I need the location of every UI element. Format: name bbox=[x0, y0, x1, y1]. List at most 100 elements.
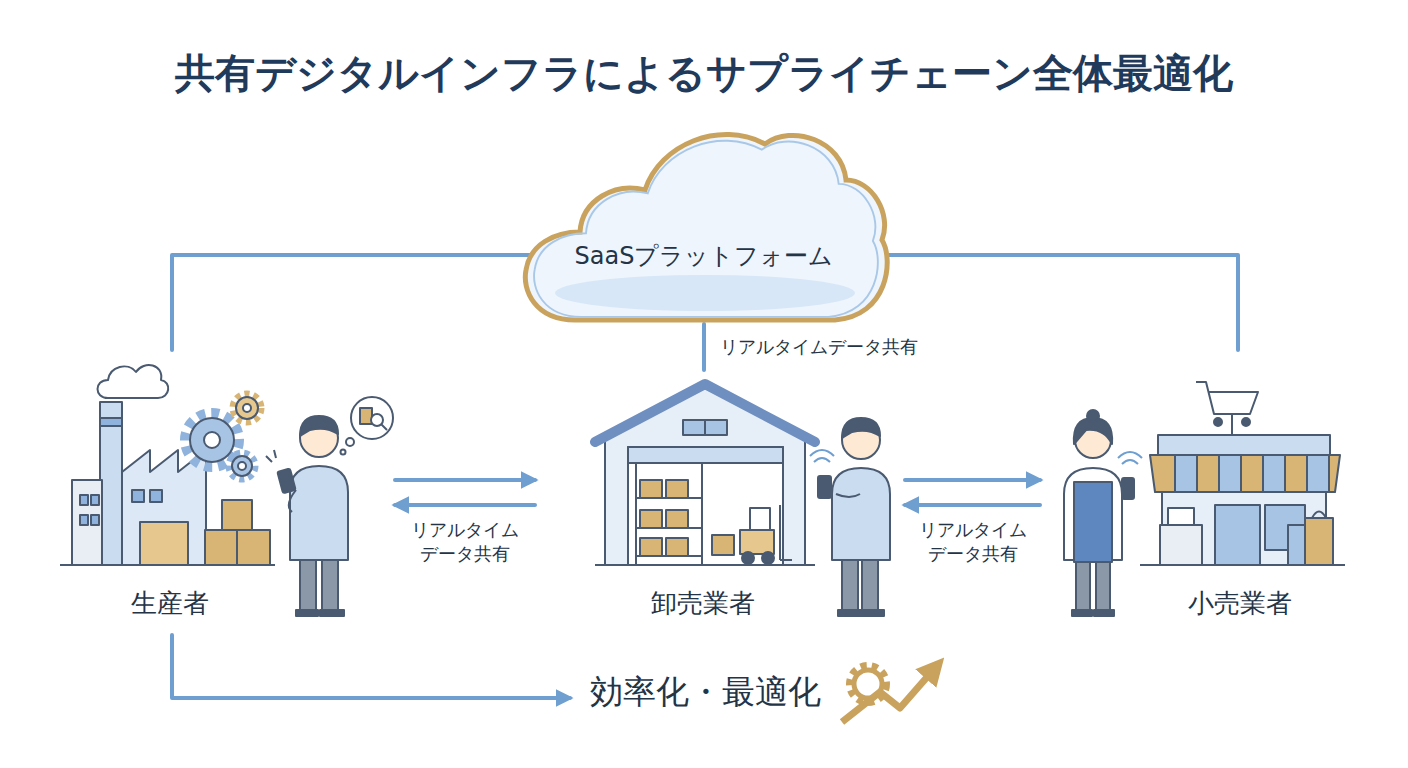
retailer-node: 小売業者 bbox=[1040, 350, 1350, 635]
wheel bbox=[762, 552, 774, 564]
window bbox=[80, 495, 88, 505]
node-label: 効率化・最適化 bbox=[590, 673, 821, 710]
connector-line bbox=[882, 255, 1238, 350]
vent-divider bbox=[704, 420, 706, 435]
diagram-title: 共有デジタルインフラによるサプライチェーン全体最適化 bbox=[0, 46, 1408, 101]
cardboard-box bbox=[640, 480, 662, 498]
arm bbox=[836, 494, 860, 497]
node-label: 生産者 bbox=[131, 588, 209, 618]
connector bbox=[172, 255, 530, 350]
wholesaler-node: 卸売業者 bbox=[535, 370, 905, 635]
shoe bbox=[296, 610, 318, 616]
window bbox=[80, 515, 88, 525]
chimney-band bbox=[100, 418, 122, 426]
shelf-post bbox=[701, 463, 703, 565]
shoe bbox=[860, 610, 884, 616]
gear bbox=[236, 397, 258, 419]
thought-dot bbox=[346, 438, 354, 446]
connector-line bbox=[172, 635, 570, 698]
magnifier-handle bbox=[381, 424, 387, 430]
chimney bbox=[100, 402, 122, 565]
forklift-fork bbox=[780, 559, 792, 561]
torso bbox=[832, 468, 890, 560]
shoe bbox=[1094, 610, 1114, 616]
factory-illustration bbox=[60, 365, 275, 565]
connector-line bbox=[395, 503, 535, 507]
connector-label: リアルタイム データ共有 bbox=[405, 518, 525, 566]
warehouse-door bbox=[628, 447, 783, 565]
cardboard-box bbox=[237, 530, 270, 565]
ground-line bbox=[1140, 564, 1345, 566]
thought-bubble bbox=[351, 397, 393, 439]
window bbox=[150, 490, 162, 502]
shelf-post bbox=[635, 463, 637, 565]
awning-stripe bbox=[1175, 455, 1197, 492]
gear-teeth bbox=[229, 453, 255, 479]
shutter bbox=[628, 447, 783, 463]
roof-vent bbox=[683, 420, 727, 435]
leg bbox=[300, 555, 316, 610]
smoke-cloud bbox=[98, 365, 169, 398]
store-illustration bbox=[1140, 382, 1345, 565]
awning-stripe bbox=[1219, 455, 1241, 492]
leg bbox=[1096, 560, 1110, 612]
forklift-body bbox=[740, 530, 774, 554]
node-label: 卸売業者 bbox=[651, 588, 755, 618]
cardboard-box bbox=[640, 538, 662, 556]
connector bbox=[172, 635, 570, 698]
warehouse-body bbox=[605, 388, 805, 565]
cloud-platform: SaaSプラットフォーム bbox=[520, 118, 890, 328]
ground-line bbox=[595, 564, 815, 566]
cardboard-box bbox=[640, 510, 662, 528]
apron bbox=[1074, 482, 1112, 562]
leg bbox=[842, 555, 858, 610]
connector-line bbox=[395, 478, 535, 482]
gear-teeth bbox=[233, 394, 261, 422]
cardboard-box bbox=[712, 535, 734, 555]
cloud-outline bbox=[520, 118, 890, 328]
factory-annex bbox=[72, 480, 102, 565]
connector-line bbox=[905, 503, 1040, 507]
growth-icon bbox=[842, 666, 935, 722]
shopping-bag bbox=[1305, 518, 1333, 565]
hair bbox=[300, 416, 338, 436]
connector bbox=[704, 324, 705, 370]
smartphone bbox=[277, 469, 295, 494]
cart-post bbox=[1231, 414, 1233, 435]
connector-label: リアルタイム データ共有 bbox=[913, 518, 1033, 566]
node-label: 小売業者 bbox=[1188, 588, 1292, 618]
arm bbox=[289, 490, 296, 512]
smartphone bbox=[818, 476, 831, 498]
warehouse-roof bbox=[595, 384, 815, 442]
gear-hub bbox=[243, 404, 251, 412]
shoe bbox=[838, 610, 860, 616]
cardboard-box bbox=[666, 510, 688, 528]
awning-stripe bbox=[1307, 455, 1329, 492]
window bbox=[91, 495, 99, 505]
warehouse-illustration bbox=[595, 384, 815, 565]
wifi-signal bbox=[810, 450, 834, 462]
bag-handle bbox=[1312, 512, 1326, 519]
cart-wheel bbox=[1242, 418, 1250, 426]
cart-wheel bbox=[1214, 418, 1222, 426]
cloud-shape bbox=[525, 135, 887, 320]
forklift-cab bbox=[750, 508, 770, 530]
wheel bbox=[742, 552, 754, 564]
leg bbox=[862, 555, 878, 610]
awning-gold bbox=[1150, 455, 1340, 492]
leg bbox=[1076, 560, 1090, 612]
factory-door bbox=[140, 522, 188, 565]
cardboard-box bbox=[222, 500, 252, 530]
wholesaler-person bbox=[810, 418, 890, 616]
growth-arrow bbox=[842, 668, 935, 722]
shoe bbox=[320, 610, 344, 616]
hair-bun bbox=[1087, 410, 1099, 422]
outcome-node: 効率化・最適化 bbox=[570, 668, 840, 724]
forklift-mast bbox=[779, 505, 781, 560]
connector-line bbox=[905, 478, 1040, 482]
cardboard-box bbox=[666, 480, 688, 498]
register-screen bbox=[1168, 508, 1194, 525]
awning-stripe bbox=[1263, 455, 1285, 492]
